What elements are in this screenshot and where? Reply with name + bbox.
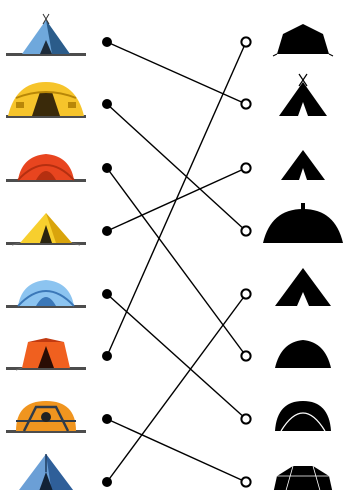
right-dot[interactable] <box>241 289 250 298</box>
left-dot[interactable] <box>102 37 112 47</box>
match-line <box>107 419 246 482</box>
blue-pyramid-tent-icon[interactable] <box>6 454 86 490</box>
right-dot[interactable] <box>241 99 250 108</box>
right-dot[interactable] <box>241 351 250 360</box>
black-geodesic-silhouette-icon[interactable] <box>273 466 333 490</box>
black-bell-tent-silhouette-icon[interactable] <box>273 24 333 56</box>
left-dot[interactable] <box>102 414 112 424</box>
right-dot[interactable] <box>241 37 250 46</box>
left-dot[interactable] <box>102 477 112 487</box>
orange-ridge-tent-icon[interactable] <box>6 338 86 370</box>
yellow-a-frame-tent-icon[interactable] <box>6 213 86 245</box>
black-a-frame-silhouette-icon[interactable] <box>281 150 325 180</box>
red-dome-tent-icon[interactable] <box>6 154 86 182</box>
right-dot[interactable] <box>241 163 250 172</box>
connection-lines <box>107 42 246 482</box>
match-line <box>107 294 246 482</box>
left-dot[interactable] <box>102 163 112 173</box>
right-dot[interactable] <box>241 226 250 235</box>
match-line <box>107 42 246 104</box>
yellow-tunnel-tent-icon[interactable] <box>6 82 86 118</box>
black-pyramid-silhouette-icon[interactable] <box>275 268 331 306</box>
left-dot[interactable] <box>102 351 112 361</box>
black-tunnel-tent-silhouette-icon[interactable] <box>263 203 343 243</box>
left-dot[interactable] <box>102 226 112 236</box>
right-dot[interactable] <box>241 414 250 423</box>
black-half-dome-silhouette-icon[interactable] <box>275 401 331 431</box>
left-dot[interactable] <box>102 99 112 109</box>
left-dot[interactable] <box>102 289 112 299</box>
right-dot[interactable] <box>241 477 250 486</box>
match-line <box>107 294 246 419</box>
blue-tepee-tent-icon[interactable] <box>6 14 86 56</box>
orange-geodesic-tent-icon[interactable] <box>6 401 86 433</box>
black-dome-silhouette-icon[interactable] <box>275 340 331 368</box>
match-line <box>107 168 246 356</box>
black-tepee-silhouette-icon[interactable] <box>279 74 327 116</box>
right-silhouette-column <box>263 24 343 490</box>
match-line <box>107 104 246 231</box>
match-line <box>107 42 246 356</box>
light-blue-dome-tent-icon[interactable] <box>6 280 86 308</box>
left-tent-column <box>6 14 86 490</box>
